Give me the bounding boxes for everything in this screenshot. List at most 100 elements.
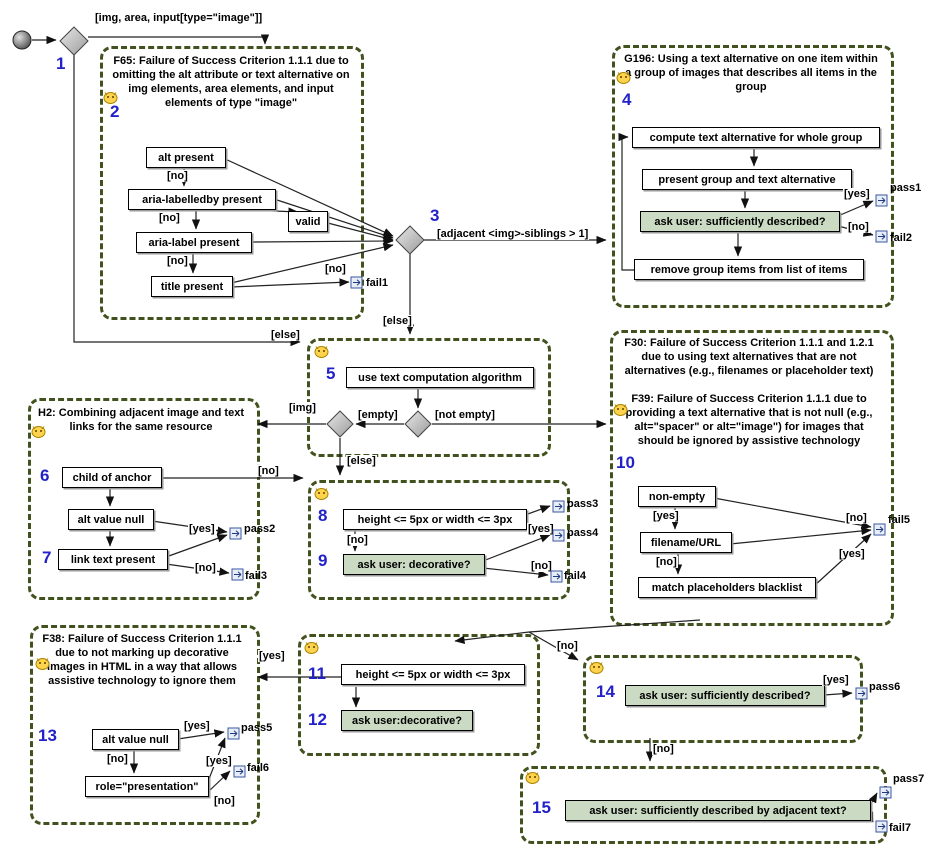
terminal-fail6: fail6: [247, 762, 270, 774]
edge-label-yes: [yes]: [838, 548, 866, 560]
f39-title: F39: Failure of Success Criterion 1.1.1 …: [625, 393, 873, 448]
manual-check-icon: [589, 662, 604, 674]
terminal-pass7: pass7: [893, 773, 925, 785]
step-number-15: 15: [532, 798, 551, 817]
exit-icon-pass7: [879, 786, 892, 799]
exit-icon-fail5: [873, 523, 886, 536]
edge-label-no: [no]: [655, 556, 678, 568]
terminal-fail7: fail7: [889, 822, 912, 834]
node-filename-url: filename/URL: [640, 532, 732, 553]
node-match-placeholders: match placeholders blacklist: [638, 577, 816, 598]
node-ask-sufficient-adjacent: ask user: sufficiently described by adja…: [565, 800, 871, 821]
node-size-check-1: height <= 5px or width <= 3px: [343, 509, 527, 530]
exit-icon-pass1: [875, 194, 888, 207]
node-link-text-present: link text present: [58, 549, 168, 570]
edge-label-yes: [yes]: [183, 720, 211, 732]
f65-title: F65: Failure of Success Criterion 1.1.1 …: [112, 55, 350, 110]
node-ask-sufficiently-described-2: ask user: sufficiently described?: [625, 685, 825, 706]
edge-label-no: [no]: [556, 640, 579, 652]
node-compute-group-alt: compute text alternative for whole group: [632, 127, 880, 148]
decision-1: [59, 26, 89, 56]
terminal-fail3: fail3: [245, 570, 268, 582]
terminal-fail1: fail1: [366, 277, 389, 289]
edge-label-yes: [yes]: [652, 510, 680, 522]
step-number-14: 14: [596, 682, 615, 701]
edge-label-else: [else]: [382, 315, 413, 327]
edge-label-yes: [yes]: [843, 188, 871, 200]
group-decorative-check-2: [298, 634, 540, 756]
exit-icon-fail4: [550, 570, 563, 583]
terminal-pass1: pass1: [890, 182, 922, 194]
terminal-pass4: pass4: [567, 527, 599, 539]
step-number-2: 2: [110, 102, 120, 121]
exit-icon-fail1: [350, 276, 363, 289]
node-ask-sufficiently-described: ask user: sufficiently described?: [640, 211, 840, 232]
group-adjacent-text-check: [520, 766, 887, 844]
manual-check-icon: [613, 404, 628, 416]
exit-icon-fail3: [231, 568, 244, 581]
node-ask-decorative-2: ask user:decorative?: [341, 710, 473, 731]
step-number-5: 5: [326, 364, 336, 383]
step-number-9: 9: [318, 551, 328, 570]
manual-check-icon: [35, 658, 50, 670]
exit-icon-pass6: [855, 687, 868, 700]
step-number-13: 13: [38, 726, 57, 745]
edge-label-else: [else]: [346, 455, 377, 467]
exit-icon-pass4: [552, 529, 565, 542]
edge-label-no: [no]: [324, 263, 347, 275]
node-alt-value-null-2: alt value null: [92, 729, 179, 750]
node-alt-value-null: alt value null: [68, 509, 154, 530]
edge-label-img: [img]: [288, 402, 317, 414]
h2-title: H2: Combining adjacent image and text li…: [38, 407, 244, 434]
manual-check-icon: [525, 772, 540, 784]
node-role-presentation: role="presentation": [85, 776, 209, 797]
step-number-8: 8: [318, 506, 328, 525]
manual-check-icon: [103, 92, 118, 104]
step-number-3: 3: [430, 206, 440, 225]
step-number-12: 12: [308, 710, 327, 729]
step-number-4: 4: [622, 90, 632, 109]
edge-label-no: [no]: [847, 221, 870, 233]
node-non-empty: non-empty: [638, 486, 716, 507]
terminal-fail4: fail4: [564, 570, 587, 582]
terminal-pass2: pass2: [244, 523, 276, 535]
f38-title: F38: Failure of Success Criterion 1.1.1 …: [42, 633, 242, 688]
node-title-present: title present: [151, 276, 233, 297]
exit-icon-pass5: [227, 727, 240, 740]
g196-title: G196: Using a text alternative on one it…: [624, 53, 878, 94]
group-text-computation: [307, 338, 551, 457]
manual-check-icon: [616, 72, 631, 84]
edge-label-yes: [yes]: [188, 523, 216, 535]
edge-label-no: [no]: [346, 534, 369, 546]
group-h2: [28, 398, 260, 600]
edge-label-no: [no]: [652, 743, 675, 755]
edge-label-no: [no]: [166, 170, 189, 182]
edge-label-no: [no]: [158, 212, 181, 224]
edge-label-yes: [yes]: [527, 523, 555, 535]
exit-icon-pass3: [552, 500, 565, 513]
node-aria-labelledby-present: aria-labelledby present: [128, 189, 276, 210]
terminal-pass3: pass3: [567, 498, 599, 510]
edge-label-not-empty: [not empty]: [434, 409, 496, 421]
edge-label-adjacent-siblings: [adjacent <img>-siblings > 1]: [436, 228, 590, 240]
edge-label-no: [no]: [194, 562, 217, 574]
node-use-text-computation: use text computation algorithm: [346, 367, 534, 388]
exit-icon-pass2: [229, 527, 242, 540]
edge-label-yes: [yes]: [205, 755, 233, 767]
edge-label-no: [no]: [213, 795, 236, 807]
node-child-of-anchor: child of anchor: [62, 467, 162, 488]
manual-check-icon: [304, 642, 319, 654]
step-number-11: 11: [308, 664, 326, 683]
step-number-7: 7: [42, 548, 52, 567]
step-number-6: 6: [40, 466, 50, 485]
terminal-fail5: fail5: [888, 514, 911, 526]
step-number-10: 10: [616, 453, 635, 472]
node-present-group-alt: present group and text alternative: [642, 169, 852, 190]
exit-icon-fail7: [875, 820, 888, 833]
edge-label-else: [else]: [270, 329, 301, 341]
start-node: [12, 30, 32, 50]
node-size-check-2: height <= 5px or width <= 3px: [341, 664, 525, 685]
group-f30-f39: [610, 330, 894, 626]
node-alt-present: alt present: [146, 147, 226, 168]
